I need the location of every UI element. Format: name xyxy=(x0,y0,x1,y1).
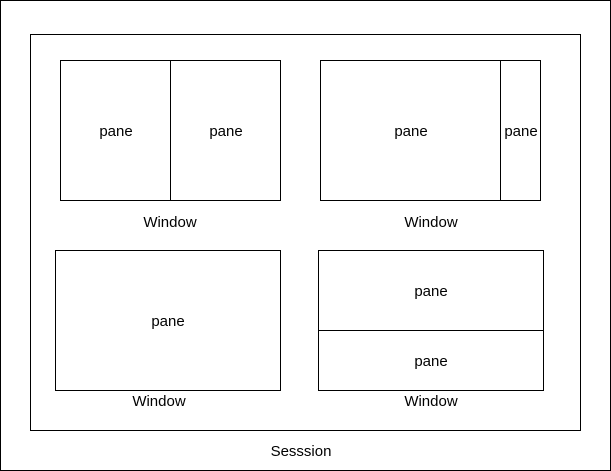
window-2-box xyxy=(320,60,541,201)
window-2-divider xyxy=(500,60,501,201)
window-2-label: Window xyxy=(404,214,458,231)
window-4-label: Window xyxy=(404,393,458,410)
window-1-divider xyxy=(170,60,171,201)
session-label: Sesssion xyxy=(270,443,332,460)
window-1-pane-2-label: pane xyxy=(209,123,243,140)
window-3-label: Window xyxy=(132,393,186,410)
window-2-pane-1-label: pane xyxy=(394,123,428,140)
window-4-divider xyxy=(318,330,544,331)
window-4-pane-1-label: pane xyxy=(414,283,448,300)
window-3-pane-1-label: pane xyxy=(151,313,185,330)
window-1-label: Window xyxy=(143,214,197,231)
window-4-pane-2-label: pane xyxy=(414,353,448,370)
window-3-box xyxy=(55,250,281,391)
window-4-box xyxy=(318,250,544,391)
window-2-pane-2-label: pane xyxy=(504,123,538,140)
window-1-pane-1-label: pane xyxy=(99,123,133,140)
